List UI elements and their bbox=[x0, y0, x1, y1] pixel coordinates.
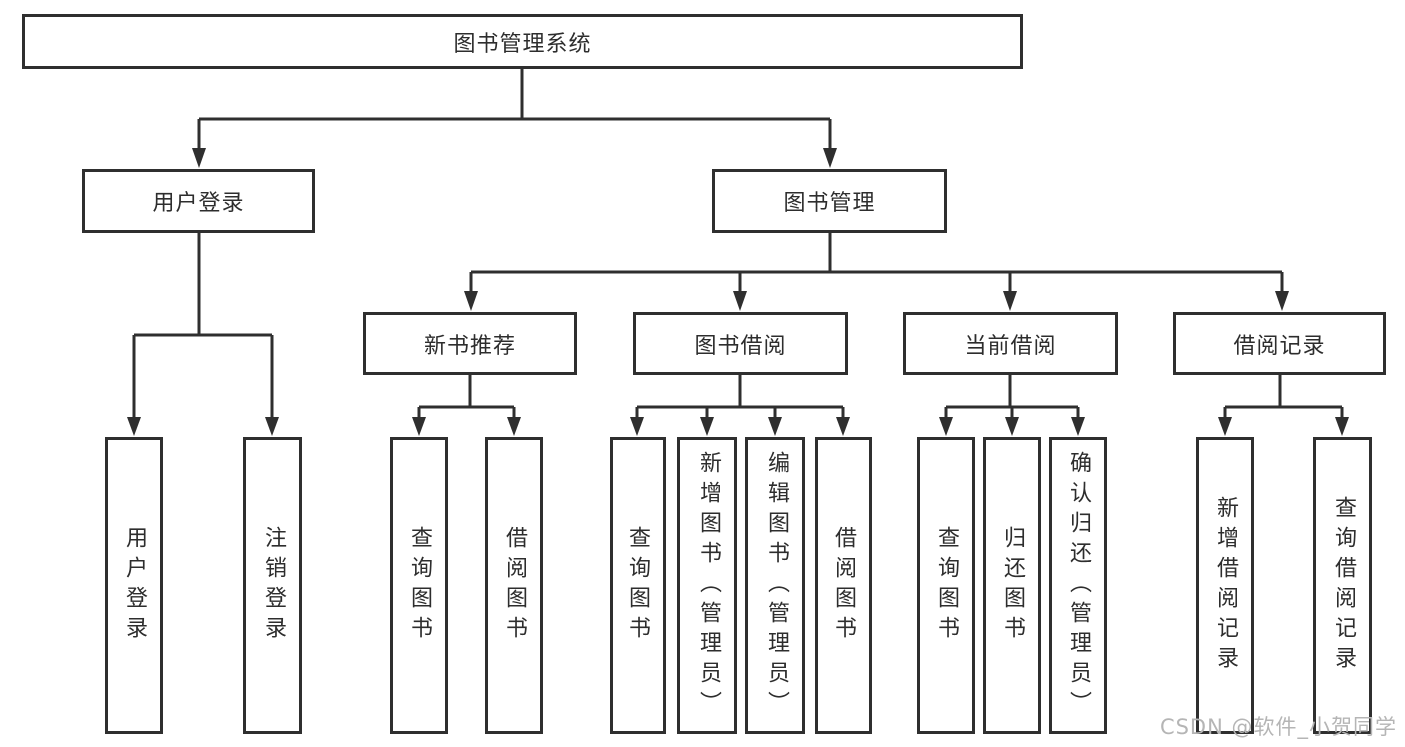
leaf-add-borrow-record: 新增借阅记录 bbox=[1196, 437, 1254, 734]
leaf-confirm-return-admin: 确认归还（管理员） bbox=[1049, 437, 1107, 734]
connector-borrow-records-branch bbox=[1223, 375, 1344, 419]
leaf-borrow-books: 借阅图书 bbox=[815, 437, 872, 734]
connector-current-borrow-branch bbox=[944, 375, 1080, 419]
node-user-login-label: 用户登录 bbox=[152, 191, 245, 216]
node-book-management-label: 图书管理 bbox=[783, 191, 876, 216]
node-borrow-records: 借阅记录 bbox=[1173, 312, 1386, 375]
leaf-logout: 注销登录 bbox=[243, 437, 302, 734]
leaf-add-book-admin-label: 新增图书（管理员） bbox=[696, 450, 721, 721]
connector-new-book-branch bbox=[417, 375, 516, 419]
leaf-query-borrow-record: 查询借阅记录 bbox=[1313, 437, 1372, 734]
node-book-management: 图书管理 bbox=[712, 169, 947, 233]
leaf-query-borrow-record-label: 查询借阅记录 bbox=[1331, 495, 1356, 676]
leaf-borrow-books-label: 借阅图书 bbox=[831, 525, 856, 646]
leaf-borrow-books-recommend-label: 借阅图书 bbox=[502, 525, 527, 646]
leaf-query-books-borrow: 查询图书 bbox=[610, 437, 666, 734]
connector-user-login-branch bbox=[132, 233, 274, 419]
leaf-query-books-current-label: 查询图书 bbox=[934, 525, 959, 646]
leaf-add-book-admin: 新增图书（管理员） bbox=[677, 437, 737, 734]
node-current-borrow-label: 当前借阅 bbox=[964, 333, 1057, 359]
leaf-confirm-return-admin-label: 确认归还（管理员） bbox=[1066, 450, 1091, 721]
leaf-return-book: 归还图书 bbox=[983, 437, 1041, 734]
node-root-label: 图书管理系统 bbox=[453, 31, 592, 57]
node-user-login: 用户登录 bbox=[82, 169, 315, 233]
leaf-query-books-current: 查询图书 bbox=[917, 437, 975, 734]
node-current-borrow: 当前借阅 bbox=[903, 312, 1118, 375]
leaf-add-borrow-record-label: 新增借阅记录 bbox=[1213, 495, 1238, 676]
connector-book-management-branch bbox=[469, 233, 1284, 293]
leaf-return-book-label: 归还图书 bbox=[1000, 525, 1025, 646]
node-new-book-recommend-label: 新书推荐 bbox=[423, 333, 516, 359]
node-book-borrow: 图书借阅 bbox=[633, 312, 848, 375]
leaf-query-books-borrow-label: 查询图书 bbox=[625, 525, 650, 646]
leaf-user-login: 用户登录 bbox=[105, 437, 163, 734]
node-root: 图书管理系统 bbox=[22, 14, 1023, 69]
node-borrow-records-label: 借阅记录 bbox=[1233, 333, 1326, 359]
leaf-query-books-recommend: 查询图书 bbox=[390, 437, 448, 734]
leaf-logout-label: 注销登录 bbox=[261, 525, 286, 646]
connector-book-borrow-branch bbox=[635, 375, 845, 419]
leaf-borrow-books-recommend: 借阅图书 bbox=[485, 437, 543, 734]
connector-root-to-level2 bbox=[197, 69, 832, 150]
watermark-text: CSDN @软件_小贺同学 bbox=[1159, 715, 1397, 739]
leaf-query-books-recommend-label: 查询图书 bbox=[407, 525, 432, 646]
leaf-edit-book-admin-label: 编辑图书（管理员） bbox=[764, 450, 789, 721]
leaf-user-login-label: 用户登录 bbox=[122, 525, 147, 646]
node-book-borrow-label: 图书借阅 bbox=[694, 333, 787, 359]
node-new-book-recommend: 新书推荐 bbox=[363, 312, 577, 375]
leaf-edit-book-admin: 编辑图书（管理员） bbox=[745, 437, 805, 734]
